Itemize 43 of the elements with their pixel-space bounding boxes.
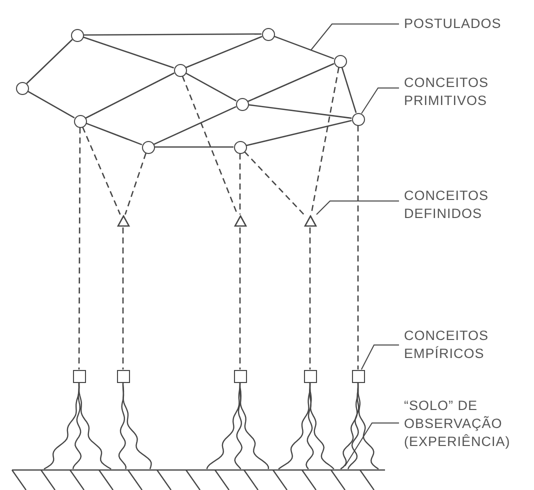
dashed-link — [124, 153, 147, 215]
link-line — [154, 106, 236, 145]
dashed-link — [239, 228, 241, 370]
link-line — [186, 36, 262, 68]
annotation-text: POSTULADOS — [404, 15, 502, 33]
concept-square — [72, 370, 86, 382]
dashed-link — [122, 228, 124, 370]
dashed-link — [244, 151, 304, 215]
link-line — [86, 122, 142, 146]
dashed-link — [82, 126, 121, 215]
concept-square — [234, 370, 246, 382]
leader-line — [310, 24, 400, 50]
link-line — [274, 36, 334, 60]
link-line — [154, 146, 234, 148]
concept-triangle — [234, 215, 246, 227]
link-line — [248, 63, 334, 102]
leader-line — [361, 88, 400, 114]
link-line — [248, 104, 352, 119]
leader-line — [316, 200, 400, 215]
annotation-text: CONCEITOS EMPÍRICOS — [404, 327, 490, 363]
dashed-link — [239, 154, 241, 214]
link-line — [86, 72, 174, 119]
annotation-text: CONCEITOS PRIMITIVOS — [404, 74, 490, 110]
dashed-link — [182, 76, 238, 215]
annotation-text: CONCEITOS DEFINIDOS — [404, 187, 490, 223]
link-line — [246, 120, 352, 146]
link-line — [341, 67, 357, 113]
annotation-text: “SOLO” DE OBSERVAÇÃO (EXPERIÊNCIA) — [404, 397, 512, 451]
link-line — [84, 33, 262, 36]
concept-square — [304, 370, 316, 382]
concept-triangle — [116, 215, 130, 227]
dashed-link — [357, 126, 359, 370]
leader-line — [360, 344, 400, 370]
link-line — [83, 36, 174, 69]
link-line — [27, 90, 75, 118]
dashed-link — [78, 128, 81, 370]
link-line — [185, 72, 237, 102]
concept-square — [352, 370, 364, 382]
leader-line — [344, 422, 400, 466]
link-line — [26, 39, 73, 84]
concept-square — [116, 370, 130, 382]
dashed-link — [309, 228, 311, 370]
concept-triangle — [304, 215, 316, 227]
